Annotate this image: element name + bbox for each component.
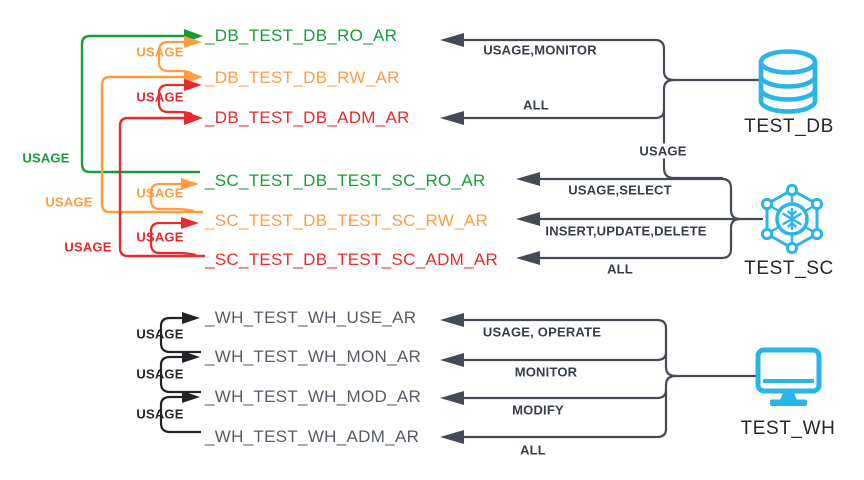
- db-rw-to-ro-usage-bracket: [157, 40, 193, 75]
- db-hierarchy-usage-1: USAGE: [136, 44, 184, 60]
- sc-grant-insert-update-delete: INSERT,UPDATE,DELETE: [545, 223, 707, 239]
- inheritance-usage-label-green: USAGE: [22, 150, 70, 166]
- wh-adm-to-mod-arrowhead: [182, 391, 200, 403]
- db-to-schema-usage-label: USAGE: [637, 143, 689, 159]
- wh-monitor-branch: [464, 351, 668, 362]
- wh-modify-arrowhead: [440, 391, 464, 405]
- inheritance-usage-label-red: USAGE: [64, 239, 112, 255]
- orange-arrowhead: [184, 70, 203, 84]
- sc-grant-usage-select: USAGE,SELECT: [568, 182, 672, 198]
- wh-mod-to-mon-usage-bracket: [159, 355, 201, 394]
- sc-adm-to-rw-arrowhead: [181, 217, 199, 229]
- resource-label-test-db: TEST_DB: [744, 116, 834, 137]
- sc-all-branch: [540, 217, 741, 260]
- db-usage-monitor-arrowhead: [440, 33, 464, 47]
- wh-grant-usage-operate: USAGE, OPERATE: [482, 324, 602, 340]
- wh-hierarchy-usage-3: USAGE: [136, 406, 184, 422]
- sc-rw-to-ro-usage-bracket: [149, 182, 195, 213]
- inheritance-usage-label-orange: USAGE: [45, 194, 93, 210]
- db-adm-to-rw-arrowhead: [184, 79, 202, 91]
- db-all-branch: [464, 109, 666, 120]
- sc-grant-all: ALL: [607, 261, 633, 277]
- sc-all-arrowhead: [516, 251, 540, 265]
- db-rw-to-ro-arrowhead: [184, 36, 202, 48]
- db-grant-usage-monitor: USAGE,MONITOR: [483, 42, 597, 58]
- red-usage-line: [118, 116, 205, 258]
- snowflake-glyph: [782, 207, 802, 231]
- wh-all-branch: [464, 374, 677, 439]
- role-label-wh-use: _WH_TEST_WH_USE_AR: [205, 308, 417, 327]
- wh-hierarchy-usage-2: USAGE: [136, 366, 184, 382]
- sc-rw-to-ro-arrowhead: [181, 178, 199, 190]
- db-hierarchy-usage-2: USAGE: [136, 89, 184, 105]
- wh-monitor-arrowhead: [440, 353, 464, 367]
- wh-grant-monitor: MONITOR: [514, 364, 578, 380]
- wh-adm-to-mod-usage-bracket: [159, 395, 201, 434]
- resource-label-test-wh: TEST_WH: [740, 418, 836, 439]
- wh-grant-modify: MODIFY: [512, 402, 564, 418]
- role-label-sc-rw: _SC_TEST_DB_TEST_SC_RW_AR: [205, 211, 489, 230]
- role-label-wh-mon: _WH_TEST_WH_MON_AR: [205, 347, 422, 366]
- wh-grant-all: ALL: [520, 442, 546, 458]
- orange-usage-line: [100, 75, 203, 214]
- role-label-sc-adm: _SC_TEST_DB_TEST_SC_ADM_AR: [205, 250, 499, 269]
- sc-usage-select-arrowhead: [516, 172, 540, 186]
- wh-mod-to-mon-arrowhead: [182, 351, 200, 363]
- role-label-db-adm: _DB_TEST_DB_ADM_AR: [205, 108, 410, 127]
- resource-label-test-sc: TEST_SC: [744, 258, 834, 279]
- role-label-wh-adm: _WH_TEST_WH_ADM_AR: [205, 427, 420, 446]
- sc-adm-to-rw-usage-bracket: [149, 221, 197, 257]
- sc-insert-update-delete-arrowhead: [516, 212, 540, 226]
- warehouse-monitor-icon: [755, 347, 822, 406]
- db-grant-all: ALL: [523, 97, 549, 113]
- role-label-wh-mod: _WH_TEST_WH_MOD_AR: [205, 387, 422, 406]
- sc-hierarchy-usage-1: USAGE: [136, 185, 184, 201]
- wh-mon-to-use-arrowhead: [182, 312, 200, 324]
- wh-modify-branch: [464, 389, 668, 400]
- database-icon: [758, 49, 818, 114]
- role-label-sc-ro: _SC_TEST_DB_TEST_SC_RO_AR: [205, 171, 486, 190]
- wh-mon-to-use-usage-bracket: [159, 316, 201, 354]
- green-usage-line: [80, 34, 200, 174]
- wh-all-arrowhead: [440, 430, 464, 444]
- db-all-arrowhead: [440, 111, 464, 125]
- db-adm-to-rw-usage-bracket: [157, 83, 193, 116]
- wh-usage-operate-arrowhead: [440, 313, 464, 327]
- sc-hierarchy-usage-2: USAGE: [136, 229, 184, 245]
- wh-hierarchy-usage-1: USAGE: [136, 326, 184, 342]
- schema-network-icon: [760, 183, 824, 255]
- role-label-db-ro: _DB_TEST_DB_RO_AR: [205, 26, 398, 45]
- db-to-schema-usage-line: [662, 78, 723, 180]
- role-label-db-rw: _DB_TEST_DB_RW_AR: [205, 68, 400, 87]
- red-arrowhead: [184, 111, 203, 125]
